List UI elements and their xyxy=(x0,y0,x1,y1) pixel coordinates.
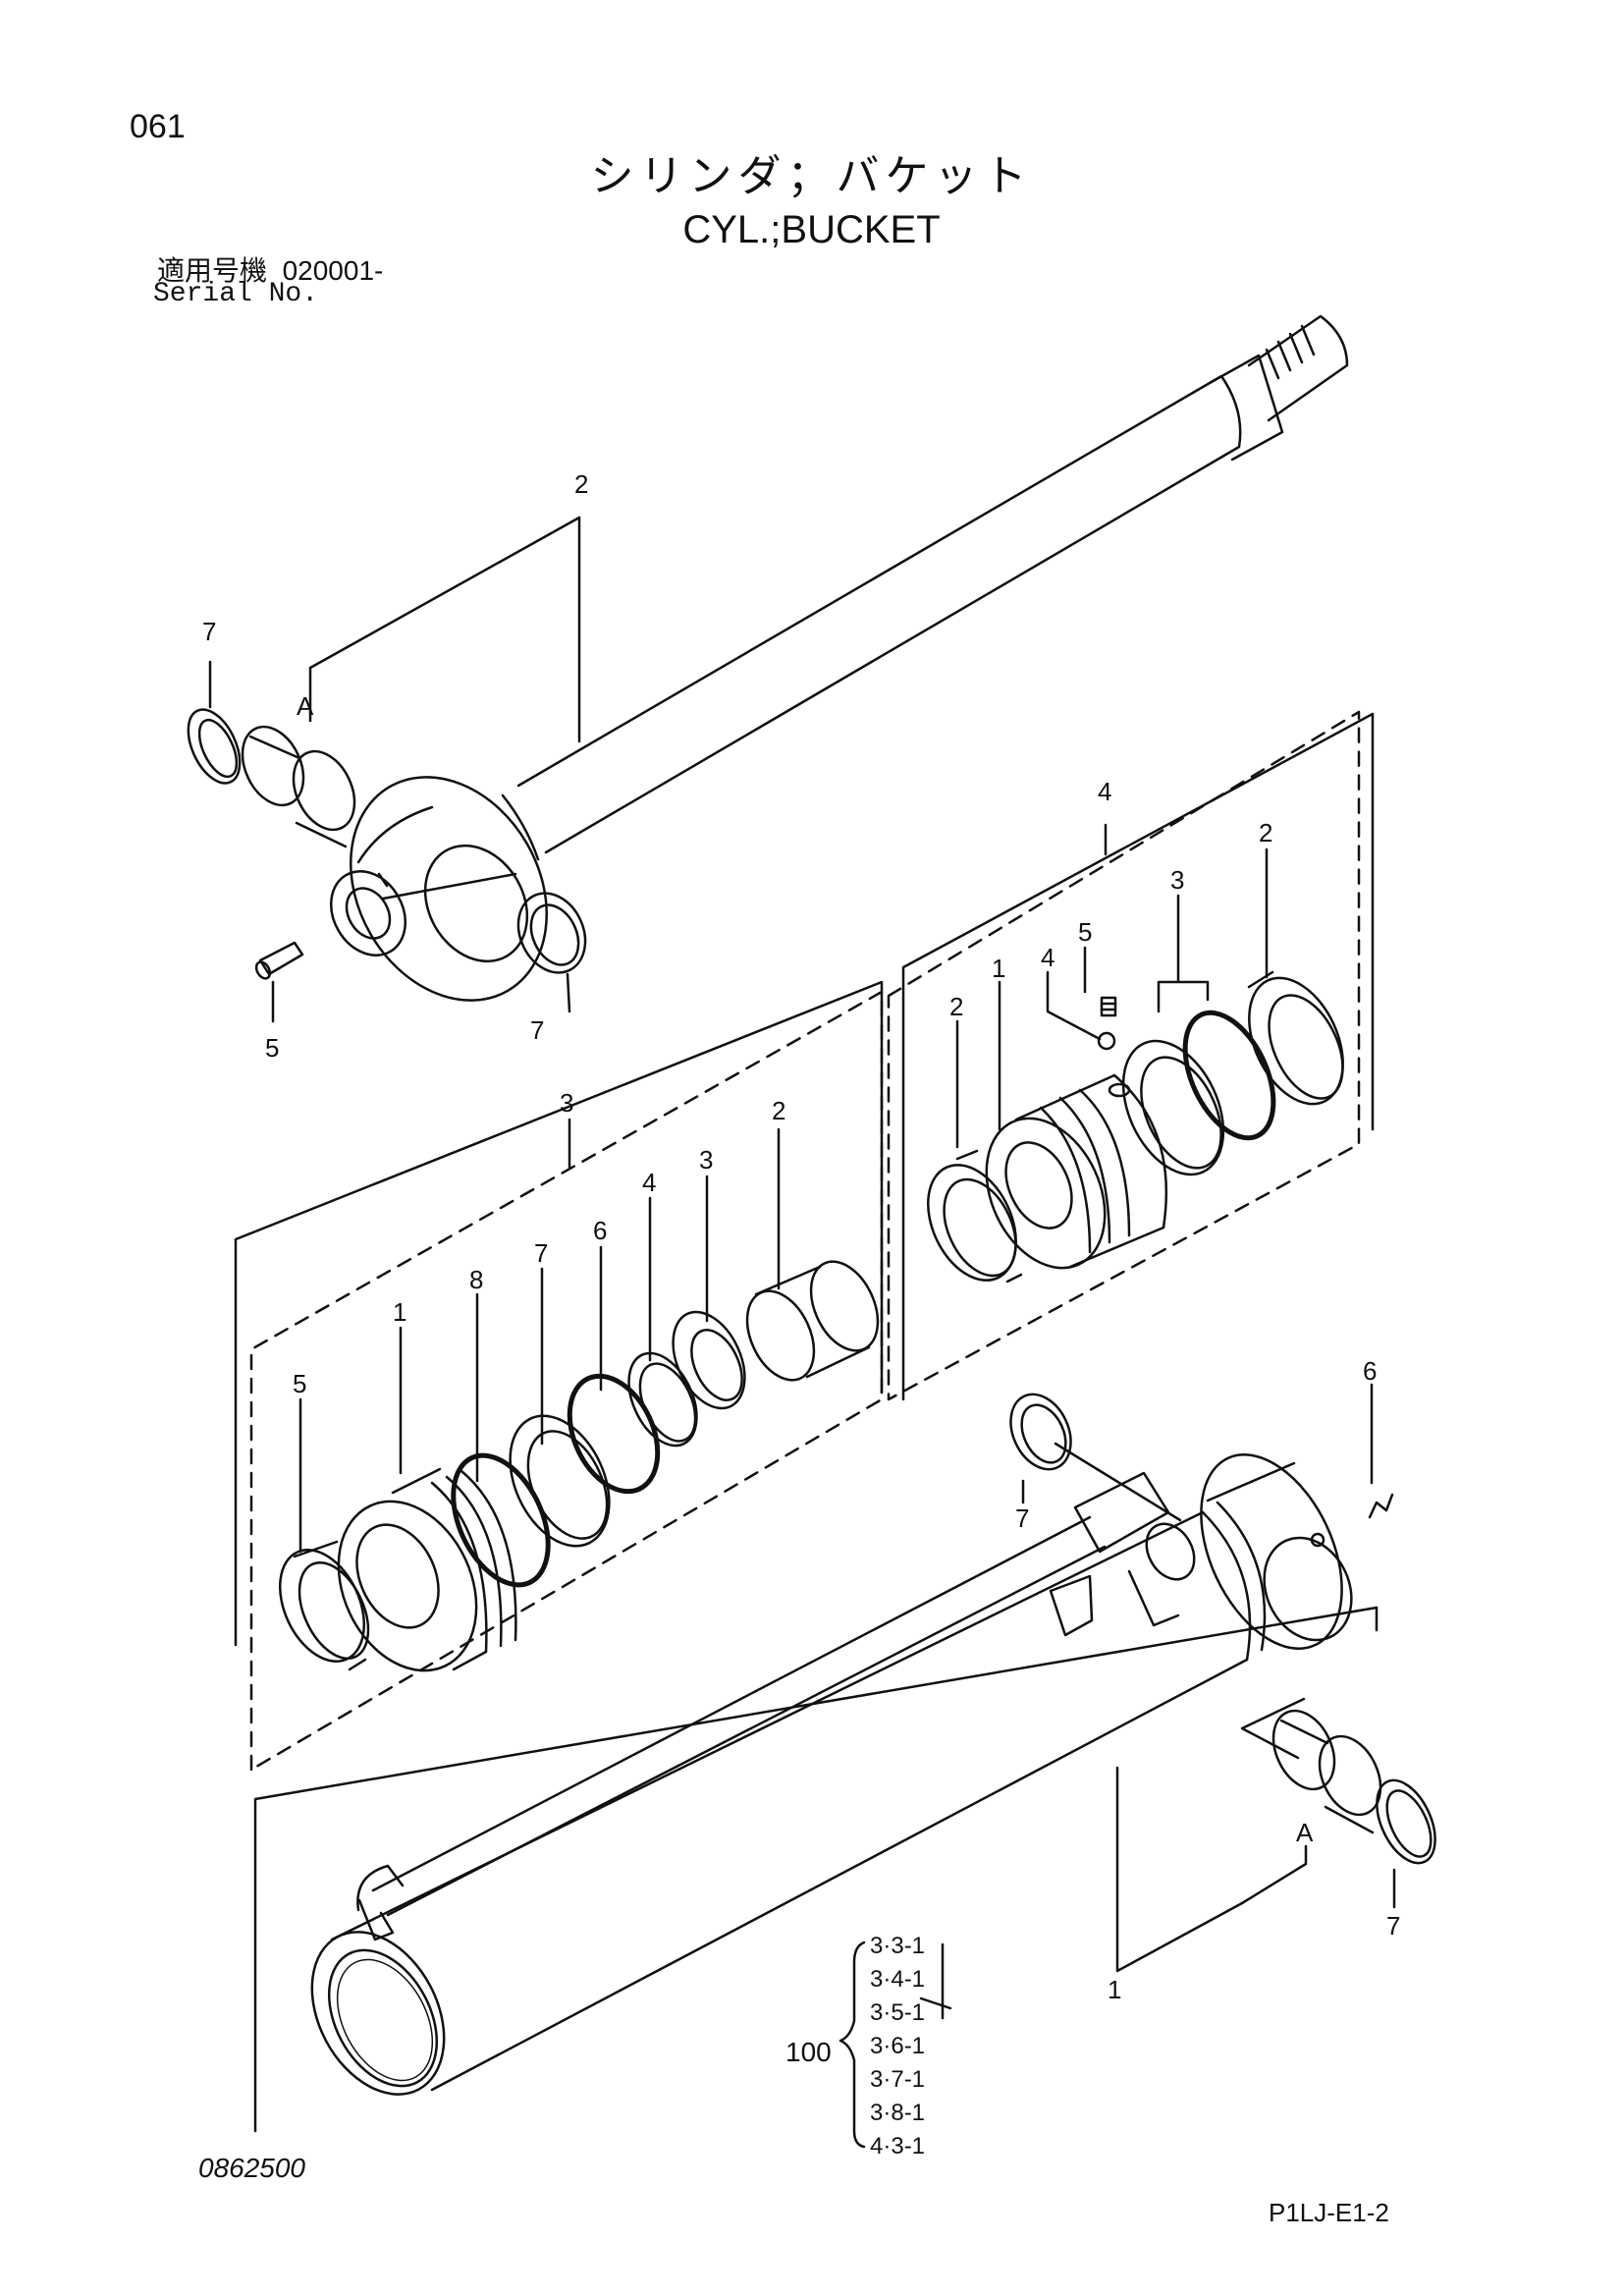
callout-head-8: 8 xyxy=(469,1265,483,1294)
tube-bushing xyxy=(1271,1709,1382,1834)
title-english: CYL.;BUCKET xyxy=(682,208,941,251)
callout-tube-seal-bottom: 7 xyxy=(1386,1911,1400,1941)
callout-tube-grease-fitting: 6 xyxy=(1363,1356,1377,1386)
piston-part-1 xyxy=(985,1073,1168,1270)
kit-item: 3·6-1 xyxy=(870,2033,926,2059)
callout-tube-seal-top: 7 xyxy=(1015,1503,1029,1533)
serial-label-jp-text: 適用号機 xyxy=(157,255,268,286)
document-code: P1LJ-E1-2 xyxy=(1269,2198,1389,2227)
kit-item: 3·3-1 xyxy=(870,1933,926,1959)
head-part-2 xyxy=(745,1260,880,1382)
kit-label: 100 xyxy=(785,2037,832,2067)
callout-head-4: 4 xyxy=(642,1168,656,1197)
callout-piston-2-right: 2 xyxy=(1259,818,1272,847)
head-part-8 xyxy=(451,1452,551,1588)
rod-seal-right xyxy=(516,892,587,974)
callout-head-5: 5 xyxy=(293,1369,306,1398)
callout-piston-3: 3 xyxy=(1170,865,1184,895)
callout-rod-seal-left: 7 xyxy=(202,617,216,646)
callout-rod-grease-fitting: 5 xyxy=(265,1033,279,1063)
rod-grease-fitting xyxy=(254,941,304,980)
callout-rod-bushing: A xyxy=(297,691,314,721)
callout-head-2: 2 xyxy=(772,1096,785,1125)
piston-part-2-left xyxy=(927,1149,1023,1284)
cylinder-tube xyxy=(310,1453,1394,2096)
head-part-6 xyxy=(567,1373,661,1495)
piston-rod xyxy=(330,314,1349,1002)
piston-part-3 xyxy=(1121,1010,1276,1176)
title-japanese: シリンダ；バケット xyxy=(590,152,1033,200)
kit-item: 3·8-1 xyxy=(870,2100,926,2126)
kit-item: 3·7-1 xyxy=(870,2066,926,2093)
piston-part-5 xyxy=(1100,996,1117,1017)
piston-part-2-right xyxy=(1247,970,1344,1106)
kit-item: 3·5-1 xyxy=(870,1999,926,2026)
head-part-4 xyxy=(627,1351,698,1448)
callout-piston-5: 5 xyxy=(1078,917,1092,947)
callout-head-3: 3 xyxy=(699,1145,713,1175)
serial-label-japanese: 適用号機 020001- xyxy=(157,257,383,285)
tube-seal-top xyxy=(1009,1393,1072,1471)
head-part-1 xyxy=(337,1467,517,1672)
piston-assembly-dashed-box xyxy=(887,710,1361,1401)
serial-label-english: Serial No. xyxy=(153,279,319,309)
head-part-5 xyxy=(278,1540,370,1671)
drawing-number: 0862500 xyxy=(198,2153,306,2183)
tube-seal-bottom xyxy=(1376,1778,1436,1865)
callout-piston-2-left: 2 xyxy=(949,992,963,1021)
piston-assembly-bracket xyxy=(901,712,1375,1401)
callout-rod-seal-right: 7 xyxy=(530,1015,544,1045)
head-part-7 xyxy=(509,1414,611,1548)
head-assembly-bracket xyxy=(234,980,884,1647)
callout-tube-bushing: A xyxy=(1296,1818,1314,1847)
callout-piston-assembly: 4 xyxy=(1098,777,1111,806)
head-assembly-dashed-box xyxy=(249,990,884,1772)
callout-head-7: 7 xyxy=(534,1238,548,1268)
kit-item: 3·4-1 xyxy=(870,1966,926,1993)
callout-head-6: 6 xyxy=(593,1216,607,1245)
page-number: 061 xyxy=(130,108,186,145)
rod-seal-left xyxy=(187,708,242,785)
tube-hydraulic-line xyxy=(356,1471,1196,1941)
callout-head-1: 1 xyxy=(393,1297,406,1327)
callout-rod: 2 xyxy=(574,469,588,499)
serial-value: 020001- xyxy=(282,255,384,286)
callout-piston-1: 1 xyxy=(992,954,1005,983)
piston-part-4 xyxy=(1097,1031,1116,1051)
callout-piston-4: 4 xyxy=(1041,943,1055,972)
callout-tube: 1 xyxy=(1108,1975,1121,2004)
callout-head-assembly: 3 xyxy=(560,1088,573,1118)
head-part-3 xyxy=(672,1310,746,1410)
rod-bushing xyxy=(241,725,356,848)
kit-item: 4·3-1 xyxy=(870,2133,926,2159)
